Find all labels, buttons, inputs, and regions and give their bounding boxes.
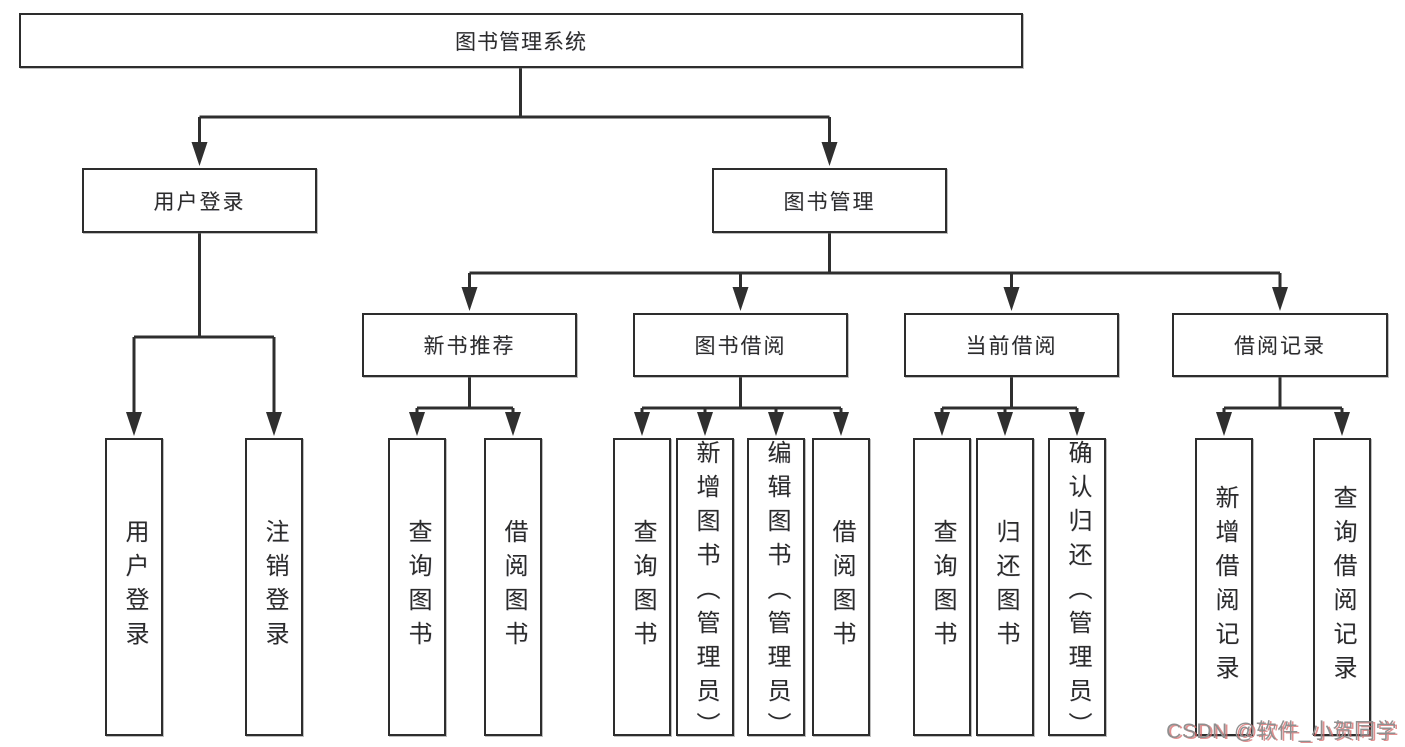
- leaf-edit-book-admin: 编辑图书（管理员）: [747, 438, 805, 746]
- leaf-add-book-admin: 新增图书（管理员）: [676, 438, 734, 746]
- leaf-query-books-borrowing: 查询图书: [613, 438, 671, 736]
- node-book-borrowing: 图书借阅: [633, 313, 848, 377]
- leaf-label: 借阅图书: [828, 519, 855, 655]
- leaf-label: 查询借阅记录: [1329, 485, 1356, 689]
- leaf-label: 查询图书: [629, 519, 656, 655]
- leaf-add-borrow-record: 新增借阅记录: [1195, 438, 1253, 736]
- node-label: 图书借阅: [694, 335, 787, 358]
- node-label: 借阅记录: [1234, 335, 1326, 358]
- leaf-label: 查询图书: [404, 519, 431, 655]
- node-book-management: 图书管理: [712, 168, 947, 233]
- leaf-logout: 注销登录: [245, 438, 303, 736]
- node-label: 当前借阅: [965, 335, 1058, 358]
- leaf-confirm-return-admin: 确认归还（管理员）: [1048, 438, 1106, 746]
- leaf-user-login: 用户登录: [105, 438, 163, 736]
- leaf-query-books-current: 查询图书: [913, 438, 971, 736]
- node-borrowing-records: 借阅记录: [1172, 313, 1388, 377]
- leaf-label: 借阅图书: [500, 519, 527, 655]
- csdn-watermark: CSDN @软件_小贺同学: [1166, 720, 1397, 743]
- leaf-label: 确认归还（管理员）: [1064, 440, 1091, 746]
- arrowhead-icons: [126, 142, 1350, 436]
- node-current-borrowing: 当前借阅: [904, 313, 1119, 377]
- node-label: 用户登录: [153, 190, 246, 214]
- leaf-query-borrow-record: 查询借阅记录: [1313, 438, 1371, 736]
- leaf-borrow-books-recommend: 借阅图书: [484, 438, 542, 736]
- node-label: 新书推荐: [423, 335, 516, 358]
- node-label: 图书管理: [783, 190, 876, 214]
- node-label: 图书管理系统: [455, 30, 587, 54]
- leaf-query-books-recommend: 查询图书: [388, 438, 446, 736]
- node-new-book-recommend: 新书推荐: [362, 313, 577, 377]
- node-user-login: 用户登录: [82, 168, 317, 233]
- leaf-label: 归还图书: [992, 519, 1019, 655]
- leaf-label: 用户登录: [121, 519, 148, 655]
- leaf-borrow-books-borrowing: 借阅图书: [812, 438, 870, 736]
- leaf-label: 查询图书: [929, 519, 956, 655]
- leaf-label: 注销登录: [261, 519, 288, 655]
- node-root-system: 图书管理系统: [19, 13, 1023, 68]
- leaf-label: 编辑图书（管理员）: [763, 440, 790, 746]
- leaf-label: 新增借阅记录: [1211, 485, 1238, 689]
- leaf-return-book: 归还图书: [976, 438, 1034, 736]
- leaf-label: 新增图书（管理员）: [692, 440, 719, 746]
